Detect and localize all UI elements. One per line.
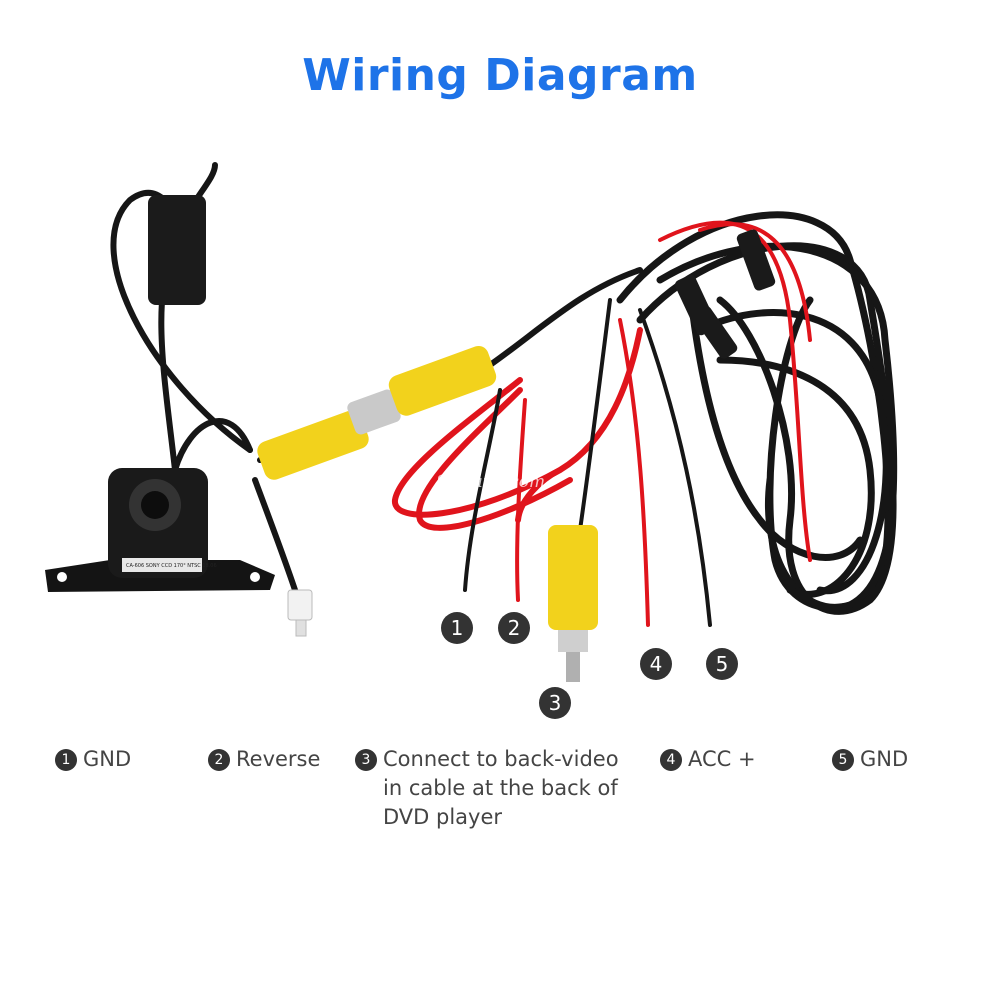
legend-text-1: GND	[83, 747, 132, 771]
legend-text-5: GND	[860, 747, 909, 771]
legend-badge-1: 1	[55, 749, 77, 771]
legend-text-4: ACC +	[688, 747, 756, 771]
legend-item-4: 4 ACC +	[660, 745, 756, 774]
legend-item-5: 5 GND	[832, 745, 908, 774]
legend-badge-4: 4	[660, 749, 682, 771]
marker-2: 2	[498, 612, 530, 644]
marker-4: 4	[640, 648, 672, 680]
legend-badge-3: 3	[355, 749, 377, 771]
marker-3: 3	[539, 687, 571, 719]
cable-coil	[616, 211, 898, 615]
legend-text-2: Reverse	[236, 747, 321, 771]
legend-item-2: 2 Reverse	[208, 745, 320, 774]
camera-label: CA-606 SONY CCD 170° NTSC 18.06	[126, 563, 217, 569]
rca-plug-3	[548, 525, 598, 682]
legend-text-3: Connect to back-video in cable at the ba…	[383, 747, 619, 829]
red-wire-coil	[658, 220, 812, 562]
legend-item-3: 3 Connect to back-video in cable at the b…	[355, 745, 635, 832]
small-white-connector	[287, 589, 313, 637]
marker-1: 1	[441, 612, 473, 644]
watermark-text: Seicane.com	[436, 472, 546, 492]
yellow-rca-connectors	[257, 345, 497, 480]
legend-badge-5: 5	[832, 749, 854, 771]
legend-item-1: 1 GND	[55, 745, 131, 774]
diagram-title: Wiring Diagram	[302, 50, 698, 101]
camera-cable-connector	[148, 195, 206, 305]
marker-5: 5	[706, 648, 738, 680]
legend-badge-2: 2	[208, 749, 230, 771]
camera-body	[45, 468, 275, 592]
inline-connectors	[674, 229, 776, 359]
lead-wires	[463, 298, 712, 627]
